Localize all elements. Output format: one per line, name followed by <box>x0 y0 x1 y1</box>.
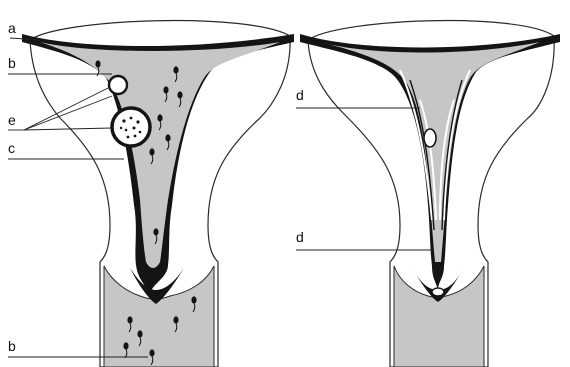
right-small-vesicle <box>424 129 436 147</box>
left-small-follicle <box>109 76 127 94</box>
label-e: e <box>8 112 16 128</box>
left-uterus-panel <box>22 21 294 367</box>
label-b-upper: b <box>8 55 16 71</box>
label-b-lower: b <box>8 338 16 354</box>
label-c: c <box>8 140 15 156</box>
right-cervix-vesicle <box>432 288 444 296</box>
right-uterus-panel <box>300 21 560 367</box>
label-d-lower: d <box>296 229 304 245</box>
left-large-follicle <box>112 108 150 146</box>
label-d-upper: d <box>296 87 304 103</box>
label-a: a <box>8 20 16 36</box>
